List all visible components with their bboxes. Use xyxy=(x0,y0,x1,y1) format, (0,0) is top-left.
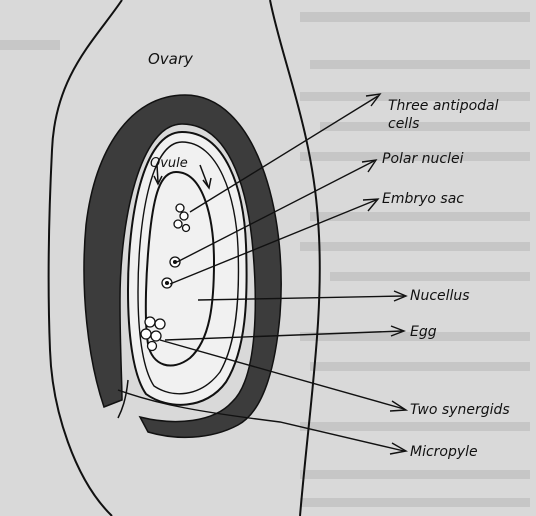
label-nucellus: Nucellus xyxy=(410,288,470,304)
synergid-cell xyxy=(155,319,165,329)
ovule-label: Ovule xyxy=(150,156,188,171)
label-polar-nuclei: Polar nuclei xyxy=(382,151,464,167)
bg-text-line xyxy=(300,12,530,22)
egg-cell xyxy=(151,331,161,341)
nucellus xyxy=(128,132,247,405)
egg-cell xyxy=(141,329,151,339)
bg-text-line xyxy=(330,272,530,281)
bg-text-line xyxy=(320,122,530,131)
bg-text-line xyxy=(300,470,530,479)
label-embryo-sac: Embryo sac xyxy=(382,191,464,207)
polar-nucleus-dot xyxy=(174,261,177,264)
label-micropyle: Micropyle xyxy=(410,444,478,460)
bg-text-line xyxy=(310,60,530,69)
bg-text-line xyxy=(300,242,530,251)
antipodal-cell xyxy=(180,212,188,220)
antipodal-cell xyxy=(176,204,184,212)
bg-text-line xyxy=(300,498,530,507)
synergid-cell xyxy=(145,317,155,327)
bg-text-line xyxy=(0,40,60,50)
antipodal-cell xyxy=(174,220,182,228)
label-egg: Egg xyxy=(410,324,437,340)
bg-text-line xyxy=(300,422,530,431)
label-antipodal-line2: cells xyxy=(388,116,419,132)
antipodal-cell xyxy=(183,225,190,232)
egg-cell xyxy=(148,342,157,351)
label-antipodal-line1: Three antipodal xyxy=(388,98,499,114)
polar-nucleus-dot xyxy=(166,282,169,285)
ovary-label: Ovary xyxy=(148,50,194,68)
label-two-synergids: Two synergids xyxy=(410,402,510,418)
bg-text-line xyxy=(310,362,530,371)
